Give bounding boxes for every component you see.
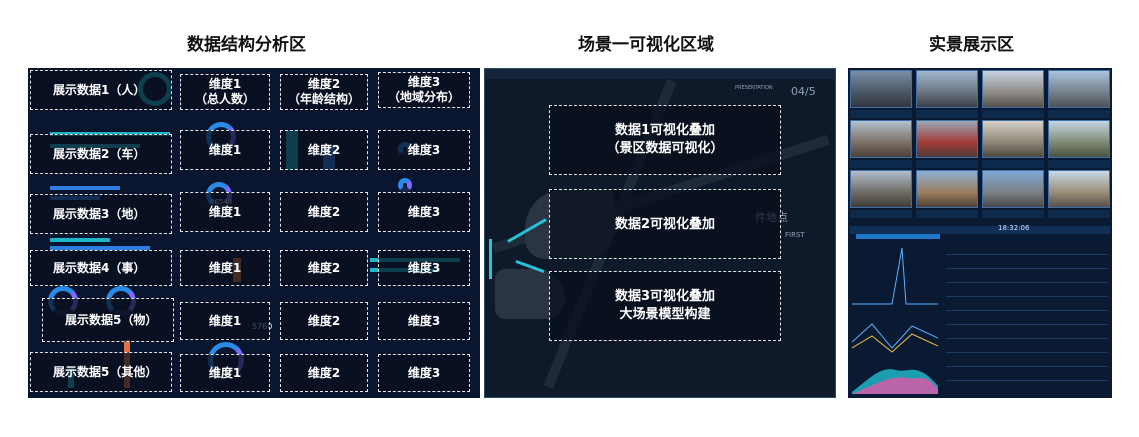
camera-caption xyxy=(850,210,912,218)
map-label: 04/5 xyxy=(791,85,816,98)
table-row xyxy=(946,282,1108,283)
row-label-object: 展示数据5（物） xyxy=(42,298,174,342)
data-structure-panel: 86548 5760 展示数据1（人） 展示数据2（车） 展示数据3（地） 展示… xyxy=(28,68,480,398)
dashboard-header xyxy=(850,226,1110,234)
ring-chart xyxy=(398,178,412,192)
right-section-title: 实景展示区 xyxy=(929,35,1014,55)
camera-caption xyxy=(982,210,1044,218)
map-highlight xyxy=(489,239,492,279)
camera-caption xyxy=(982,160,1044,168)
table-row xyxy=(946,338,1108,339)
cell-people-dimension-2: 维度2（年龄结构） xyxy=(280,74,368,110)
table-row xyxy=(946,380,1108,381)
table-row xyxy=(946,324,1108,325)
camera-feed-image[interactable] xyxy=(982,170,1044,208)
camera-caption xyxy=(916,110,978,118)
cell-other-dimension-3: 维度3 xyxy=(378,354,470,392)
camera-caption xyxy=(982,110,1044,118)
camera-caption xyxy=(1048,110,1110,118)
overlay-box-data-2: 数据2可视化叠加 xyxy=(549,189,781,259)
camera-feed-image[interactable] xyxy=(850,70,912,108)
cell-land-dimension-2: 维度2 xyxy=(280,192,368,232)
cell-vehicle-dimension-1: 维度1 xyxy=(180,130,270,170)
map-label: PRESENTATION xyxy=(735,85,773,91)
camera-caption xyxy=(1048,210,1110,218)
cell-vehicle-dimension-2: 维度2 xyxy=(280,130,368,170)
camera-caption xyxy=(1048,160,1110,168)
row-label-vehicle: 展示数据2（车） xyxy=(30,134,172,174)
center-section-title: 场景一可视化区域 xyxy=(578,35,714,55)
camera-feed-image[interactable] xyxy=(916,70,978,108)
line-series xyxy=(852,333,938,353)
cell-event-dimension-3: 维度3 xyxy=(378,250,470,286)
camera-feed-image[interactable] xyxy=(982,70,1044,108)
line-chart-middle xyxy=(852,323,938,353)
cell-other-dimension-1: 维度1 xyxy=(180,354,270,392)
overlay-box-data-1: 数据1可视化叠加（景区数据可视化） xyxy=(549,105,781,175)
map-label: FIRST xyxy=(785,231,805,239)
cell-object-dimension-3: 维度3 xyxy=(378,302,470,340)
cell-other-dimension-2: 维度2 xyxy=(280,354,368,392)
live-view-panel: 18:32:06 xyxy=(848,68,1112,398)
row-label-other: 展示数据5（其他） xyxy=(30,352,172,392)
table-row xyxy=(946,254,1108,255)
camera-feed-image[interactable] xyxy=(1048,170,1110,208)
area-series xyxy=(852,377,938,394)
cell-land-dimension-3: 维度3 xyxy=(378,192,470,232)
camera-feed-image[interactable] xyxy=(916,170,978,208)
camera-feed-image[interactable] xyxy=(982,120,1044,158)
cell-event-dimension-2: 维度2 xyxy=(280,250,368,286)
table-row xyxy=(946,268,1108,269)
line-chart-top xyxy=(852,247,938,305)
left-section-title: 数据结构分析区 xyxy=(187,35,306,55)
camera-feed-image[interactable] xyxy=(1048,70,1110,108)
cell-object-dimension-1: 维度1 xyxy=(180,302,270,340)
cell-vehicle-dimension-3: 维度3 xyxy=(378,130,470,170)
deco-bar xyxy=(50,238,110,242)
camera-feed-image[interactable] xyxy=(850,120,912,158)
row-label-people: 展示数据1（人） xyxy=(30,70,172,110)
row-label-land: 展示数据3（地） xyxy=(30,194,172,234)
camera-feed-image[interactable] xyxy=(916,120,978,158)
line-series xyxy=(852,247,938,305)
camera-caption xyxy=(850,110,912,118)
line-series xyxy=(852,323,938,349)
cell-event-dimension-1: 维度1 xyxy=(180,250,270,286)
scene-visualization-panel: 件地点 FIRST 04/5 PRESENTATION 数据1可视化叠加（景区数… xyxy=(484,68,836,398)
table-row xyxy=(946,352,1108,353)
clock-display: 18:32:06 xyxy=(998,224,1030,232)
camera-caption xyxy=(916,210,978,218)
cell-land-dimension-1: 维度1 xyxy=(180,192,270,232)
area-chart xyxy=(852,369,938,394)
table-row xyxy=(946,310,1108,311)
row-label-event: 展示数据4（事） xyxy=(30,250,172,286)
cell-people-dimension-1: 维度1（总人数） xyxy=(180,74,270,110)
cell-people-dimension-3: 维度3（地域分布） xyxy=(378,72,470,108)
cell-object-dimension-2: 维度2 xyxy=(280,302,368,340)
overlay-box-data-3: 数据3可视化叠加大场景模型构建 xyxy=(549,271,781,341)
dashboard-tab xyxy=(856,234,940,239)
camera-caption xyxy=(916,160,978,168)
map-header-bar xyxy=(485,69,835,79)
camera-caption xyxy=(850,160,912,168)
camera-feed-image[interactable] xyxy=(850,170,912,208)
deco-bar xyxy=(50,246,150,250)
camera-feed-image[interactable] xyxy=(1048,120,1110,158)
table-row xyxy=(946,296,1108,297)
deco-bar xyxy=(50,186,120,190)
table-row xyxy=(946,366,1108,367)
